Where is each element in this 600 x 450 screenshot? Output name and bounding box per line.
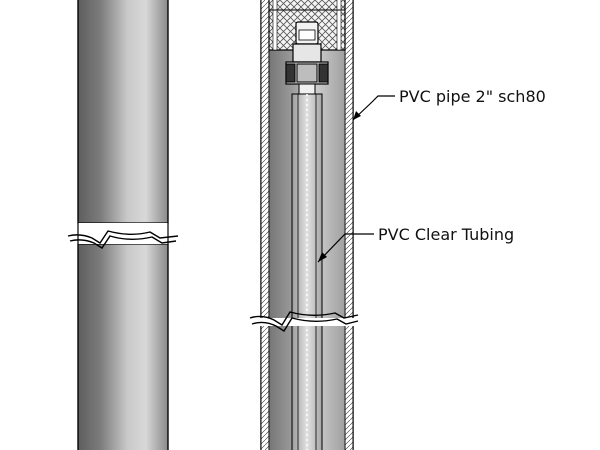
section-break-line: [249, 311, 359, 326]
sectioned-pipe-view: [249, 0, 360, 450]
pipe-wall-left: [260, 0, 270, 450]
callout-pvc-pipe: PVC pipe 2" sch80: [352, 87, 546, 121]
pipe-wall-right: [344, 0, 354, 450]
callout-clear-tubing: PVC Clear Tubing: [317, 225, 514, 263]
pvc-pipe-label: PVC pipe 2" sch80: [399, 87, 546, 106]
clear-tubing-label: PVC Clear Tubing: [378, 225, 514, 244]
exterior-pipe-view: [67, 0, 179, 450]
valve-fitting: [285, 21, 329, 95]
clear-tubing: [291, 93, 323, 450]
break-line: [67, 230, 179, 244]
